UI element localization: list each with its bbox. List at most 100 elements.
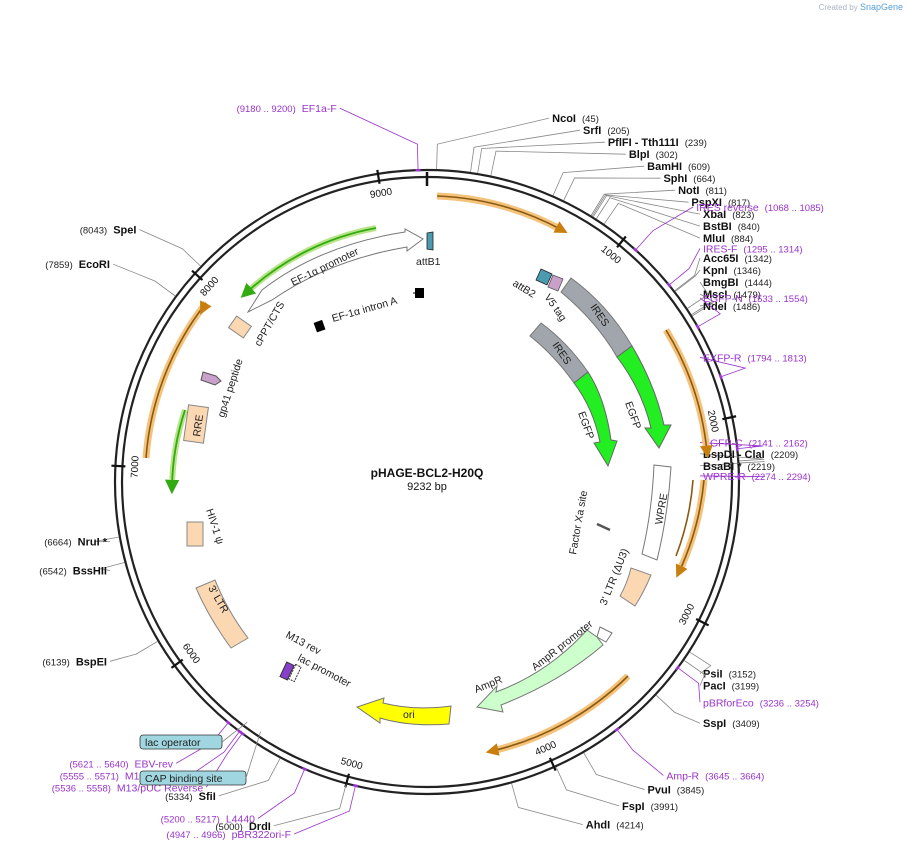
label-ef1a-intron: EF-1α intron A <box>331 295 399 325</box>
enz-leader-29 <box>112 263 176 297</box>
prim-name-5: EGFP-C <box>703 438 743 450</box>
factor-xa-mark <box>596 522 611 532</box>
enz-name-27: BssHII <box>73 566 107 578</box>
hiv-psi-box <box>186 521 204 547</box>
enz-leader-20 <box>655 694 701 724</box>
ef1a-promoter-arrow <box>246 228 424 314</box>
tick-label-9000: 9000 <box>369 187 393 201</box>
prim-leader-6 <box>699 475 765 478</box>
enz-pos-25: (5334) <box>165 792 192 803</box>
enz-label-2: PflFI - Tth111I(239) <box>608 137 707 149</box>
enz-leader-1 <box>470 129 581 173</box>
enz-name-7: PspXI <box>691 197 722 209</box>
ampr-promoter-arrow-head <box>596 626 613 643</box>
orf-arc-1 <box>436 195 568 234</box>
enz-leader-5 <box>563 177 661 201</box>
primer-mark-11 <box>239 730 246 736</box>
enz-pos-3: (302) <box>656 150 678 161</box>
prim-leader-7 <box>678 668 701 703</box>
enz-label-4: BamHI(609) <box>647 161 710 173</box>
prim-leader-3 <box>698 297 721 327</box>
v5-tag-shape <box>547 274 564 292</box>
label-attb2: attB2 <box>510 277 537 300</box>
primer-mark-1 <box>632 247 639 253</box>
prim-name-8: Amp-R <box>666 770 699 782</box>
enz-pos-14: (1479) <box>733 290 760 301</box>
prim-pos-2: (1295 .. 1314) <box>743 244 802 255</box>
enz-name-17: BsaBI * <box>703 461 742 473</box>
enz-leader-0 <box>436 117 550 170</box>
primer-mark-10 <box>301 766 308 772</box>
enz-name-8: XbaI <box>703 209 726 221</box>
prim-name-7: pBRforEco <box>703 697 754 709</box>
attb2-shape <box>535 268 553 286</box>
enz-name-18: PsiI <box>703 669 723 681</box>
cppt-cts-box <box>227 315 253 339</box>
tick-label-2000: 2000 <box>705 409 720 433</box>
prim-label-2: IRES-F(1295 .. 1314) <box>703 243 803 255</box>
enz-pos-28: (6664) <box>44 537 71 548</box>
enz-name-24: DrdI <box>249 821 271 833</box>
enz-leader-6 <box>590 189 676 216</box>
prim-label-8: Amp-R(3645 .. 3664) <box>666 770 764 782</box>
enz-leader-11 <box>674 257 701 292</box>
enz-pos-30: (8043) <box>80 226 107 237</box>
enz-name-16: BspDI - ClaI <box>703 449 765 461</box>
ampr-shape <box>476 629 604 713</box>
enz-label-24: (5000) DrdI <box>215 821 270 833</box>
ltr3-left-shape <box>195 579 249 649</box>
prim-name-4: EXFP-R <box>703 352 742 364</box>
egfp-inner-shape <box>573 371 618 468</box>
tick-mark-8000 <box>191 269 204 281</box>
enz-name-26: BspEI <box>76 656 107 668</box>
enz-leader-14 <box>691 293 714 315</box>
enz-leader-22 <box>555 766 620 807</box>
enz-pos-5: (664) <box>693 174 715 185</box>
tick-mark-2000 <box>722 415 737 421</box>
enz-leader-19 <box>683 660 706 686</box>
prim-label-10: (5200 .. 5217)L4440 <box>161 813 256 825</box>
boxed-label-text-1: CAP binding site <box>145 773 223 785</box>
orf-arc-4 <box>675 479 694 557</box>
ef1a-intron-start <box>415 288 424 298</box>
ori-shape <box>355 697 452 726</box>
primer-mark-9 <box>352 783 359 788</box>
label-ori: ori <box>403 709 415 721</box>
enz-label-13: BmgBI(1444) <box>703 277 772 289</box>
prim-pos-5: (2141 .. 2162) <box>749 439 808 450</box>
enz-name-12: KpnI <box>703 265 727 277</box>
enz-pos-23: (4214) <box>616 821 643 832</box>
enz-leader-26 <box>109 641 158 662</box>
prim-label-7: pBRforEco(3236 .. 3254) <box>703 697 819 709</box>
enz-leader-17 <box>699 461 765 467</box>
snapgene-logo: SnapGene <box>859 2 903 12</box>
enz-pos-10: (884) <box>731 234 753 245</box>
enz-label-10: MluI(884) <box>703 233 753 245</box>
enz-pos-0: (45) <box>582 114 599 125</box>
enz-name-25: SfiI <box>199 791 216 803</box>
enz-name-30: SpeI <box>113 225 136 237</box>
enz-name-14: MscI <box>703 289 727 301</box>
boxed-label-text-0: lac operator <box>145 737 201 749</box>
enz-name-21: PvuI <box>648 785 671 797</box>
prim-leader-0 <box>339 107 419 170</box>
enz-pos-24: (5000) <box>215 822 242 833</box>
orf-arc-2 <box>665 329 713 459</box>
plasmid-name: pHAGE-BCL2-H20Q <box>371 466 484 480</box>
orf-arc-5 <box>485 675 629 756</box>
enz-name-22: FspI <box>622 801 645 813</box>
rre-box <box>183 404 209 444</box>
enz-label-11: Acc65I(1342) <box>703 253 772 265</box>
enzyme-group: NcoI(45)SrfI(205)PflFI - Tth111I(239)Blp… <box>39 113 798 833</box>
primer-mark-2 <box>666 282 672 288</box>
enz-label-3: BlpI(302) <box>629 149 678 161</box>
enz-pos-20: (3409) <box>732 719 759 730</box>
enz-name-15: NdeI <box>703 301 727 313</box>
boxed-label-leader-1 <box>245 731 261 779</box>
enz-name-4: BamHI <box>647 161 682 173</box>
prim-leader-8 <box>617 730 664 776</box>
green-arc-1 <box>240 227 377 298</box>
label-wpre: WPRE <box>653 492 670 525</box>
boxed-label-leader-0 <box>221 721 248 743</box>
